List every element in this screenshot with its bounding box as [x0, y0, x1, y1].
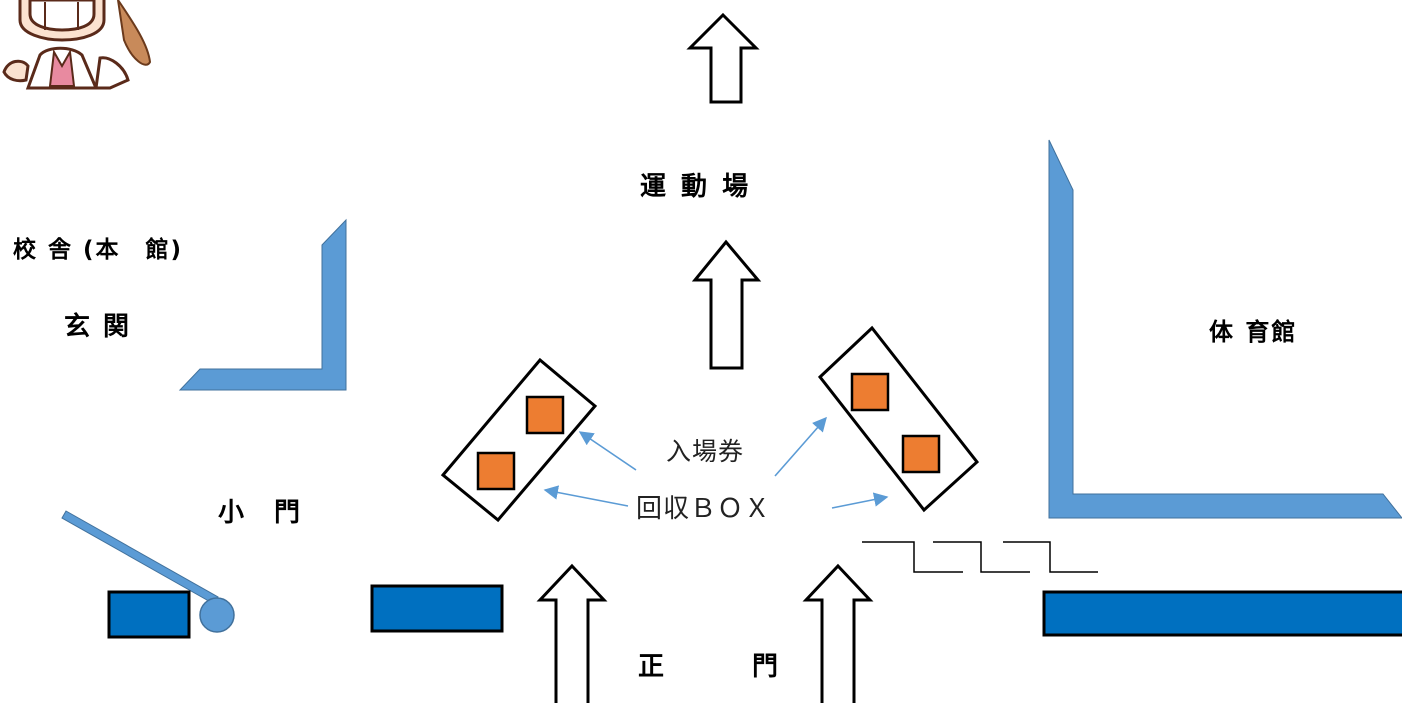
pointer-left-lower	[543, 485, 629, 507]
arrow-up-middle	[691, 239, 762, 370]
main-gate-post-left	[370, 584, 504, 633]
ticket-slot-right-lower	[901, 434, 941, 474]
gymnasium-wall	[1048, 139, 1402, 519]
label-collection-box: 回収ＢＯＸ	[636, 494, 772, 524]
label-entrance: 玄 関	[64, 312, 132, 342]
steps-symbol	[862, 541, 1098, 573]
small-gate-hinge	[199, 597, 235, 633]
mascot-illustration	[0, 0, 210, 90]
label-sports-ground: 運 動 場	[640, 172, 752, 202]
ticket-box-left	[440, 357, 598, 523]
pointer-right-upper	[774, 416, 827, 477]
pointer-right-lower	[831, 492, 889, 509]
label-main-gate-first: 正	[638, 652, 667, 682]
small-gate-post	[107, 590, 191, 639]
label-ticket: 入場券	[666, 437, 745, 466]
main-gate-wall-right	[1042, 590, 1402, 637]
ticket-box-right	[817, 325, 980, 513]
school-building-wall	[178, 218, 347, 391]
label-main-gate-second: 門	[752, 652, 781, 682]
arrow-up-top	[686, 12, 760, 104]
small-gate	[61, 510, 235, 639]
ticket-slot-left-upper	[525, 395, 565, 435]
ticket-slot-right-upper	[850, 372, 890, 412]
ticket-slot-left-lower	[476, 451, 516, 491]
arrow-up-gate-left	[536, 563, 608, 703]
caption-pointers	[543, 416, 889, 509]
pointer-left-upper	[578, 431, 637, 471]
label-gymnasium: 体 育館	[1209, 318, 1298, 346]
label-school-building: 校 舎 (本 館)	[13, 237, 184, 263]
arrow-up-gate-right	[802, 563, 874, 703]
label-small-gate: 小 門	[218, 498, 303, 528]
